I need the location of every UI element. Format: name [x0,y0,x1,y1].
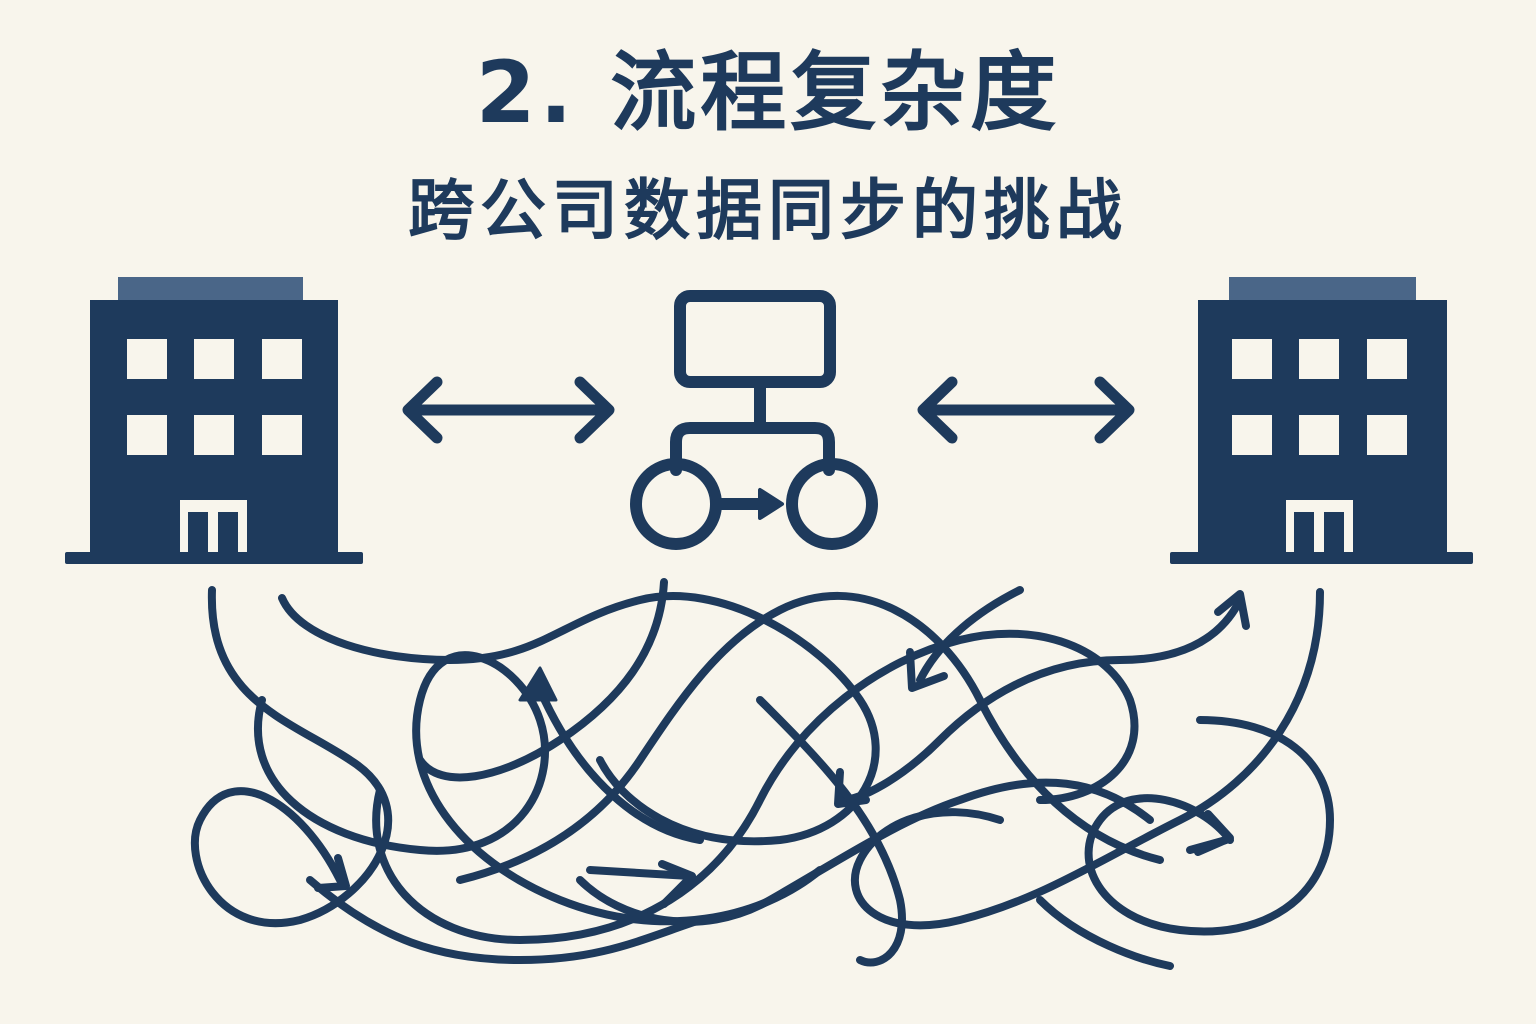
process-flowchart-icon [630,290,878,550]
right-double-arrow-icon [917,376,1135,444]
page-title: 2. 流程复杂度 [475,43,1061,143]
page-subtitle: 跨公司数据同步的挑战 [408,172,1128,249]
right-building-icon [1170,277,1473,564]
tangled-arrows-icon [191,578,1334,970]
left-double-arrow-icon [402,376,615,444]
left-building-icon [65,277,363,564]
